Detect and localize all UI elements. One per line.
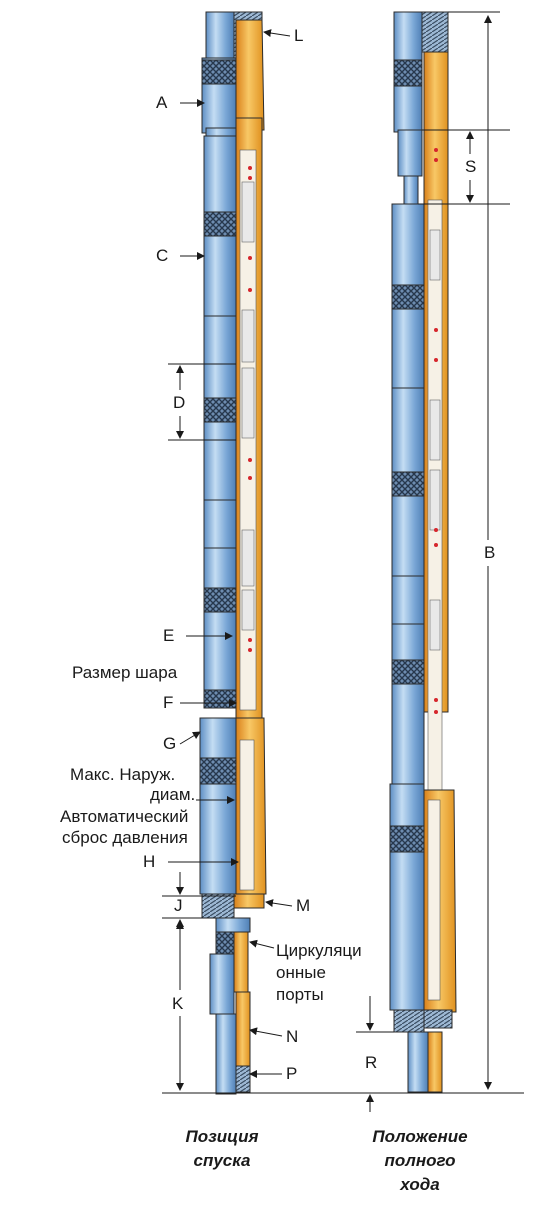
- annotation-max-od-line1: Макс. Наруж.: [70, 765, 176, 784]
- label-g: G: [163, 734, 177, 753]
- annotation-auto-relief-line1: Автоматический: [60, 807, 189, 826]
- caption-right-line3: хода: [400, 1175, 440, 1194]
- tool-run-in-position: [199, 11, 267, 1095]
- label-r: R: [365, 1053, 378, 1072]
- label-l: L: [294, 26, 304, 45]
- caption-right-line1: Положение: [372, 1127, 468, 1146]
- tool-full-stroke-position: [389, 11, 457, 1093]
- label-f: F: [163, 693, 174, 712]
- label-n: N: [286, 1027, 299, 1046]
- label-e: E: [163, 626, 175, 645]
- label-b: B: [484, 543, 496, 562]
- label-a: A: [156, 93, 168, 112]
- caption-right-line2: полного: [384, 1151, 456, 1170]
- label-s: S: [465, 157, 477, 176]
- annotation-ball-size: Размер шара: [72, 663, 178, 682]
- annotation-circ-ports-line3: порты: [276, 985, 324, 1004]
- label-c: C: [156, 246, 169, 265]
- annotation-auto-relief-line2: сброс давления: [62, 828, 188, 847]
- label-k: K: [172, 994, 184, 1013]
- caption-left-line1: Позиция: [185, 1127, 259, 1146]
- label-p: P: [286, 1064, 298, 1083]
- annotation-circ-ports-line1: Циркуляци: [276, 941, 362, 960]
- caption-left-line2: спуска: [193, 1151, 251, 1170]
- label-j: J: [174, 896, 183, 915]
- label-m: M: [296, 896, 311, 915]
- label-d: D: [173, 393, 186, 412]
- label-h: H: [143, 852, 156, 871]
- annotation-circ-ports-line2: онные: [276, 963, 326, 982]
- dimension-lines: [162, 11, 524, 1112]
- annotation-max-od-line2: диам.: [150, 785, 196, 804]
